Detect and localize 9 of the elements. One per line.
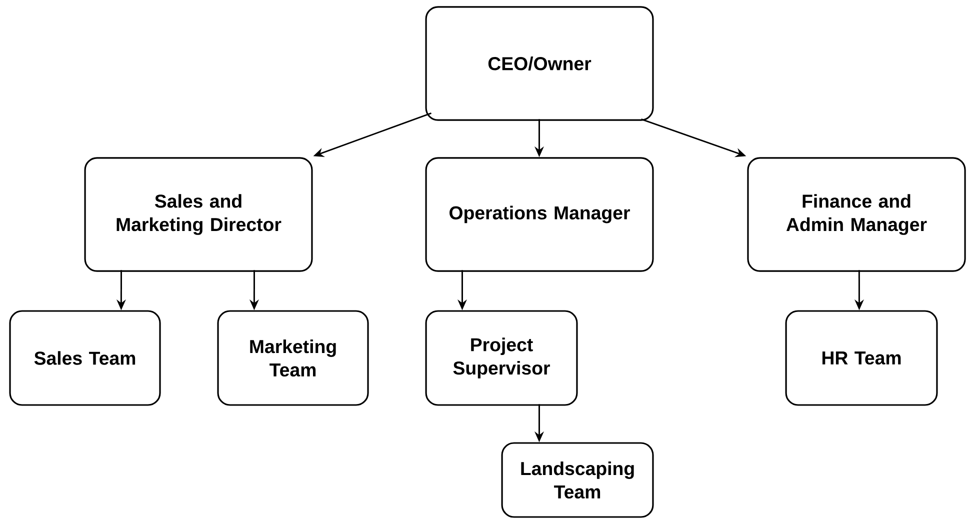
org-box: Project Supervisor bbox=[425, 310, 578, 406]
org-box: Marketing Team bbox=[217, 310, 369, 406]
org-box: Sales Team bbox=[9, 310, 161, 406]
org-box: Sales and Marketing Director bbox=[84, 157, 313, 272]
org-box: Landscaping Team bbox=[501, 442, 654, 518]
org-box: CEO/Owner bbox=[425, 6, 654, 121]
org-box: Finance and Admin Manager bbox=[747, 157, 966, 272]
org-box: HR Team bbox=[785, 310, 938, 406]
org-box: Operations Manager bbox=[425, 157, 654, 272]
